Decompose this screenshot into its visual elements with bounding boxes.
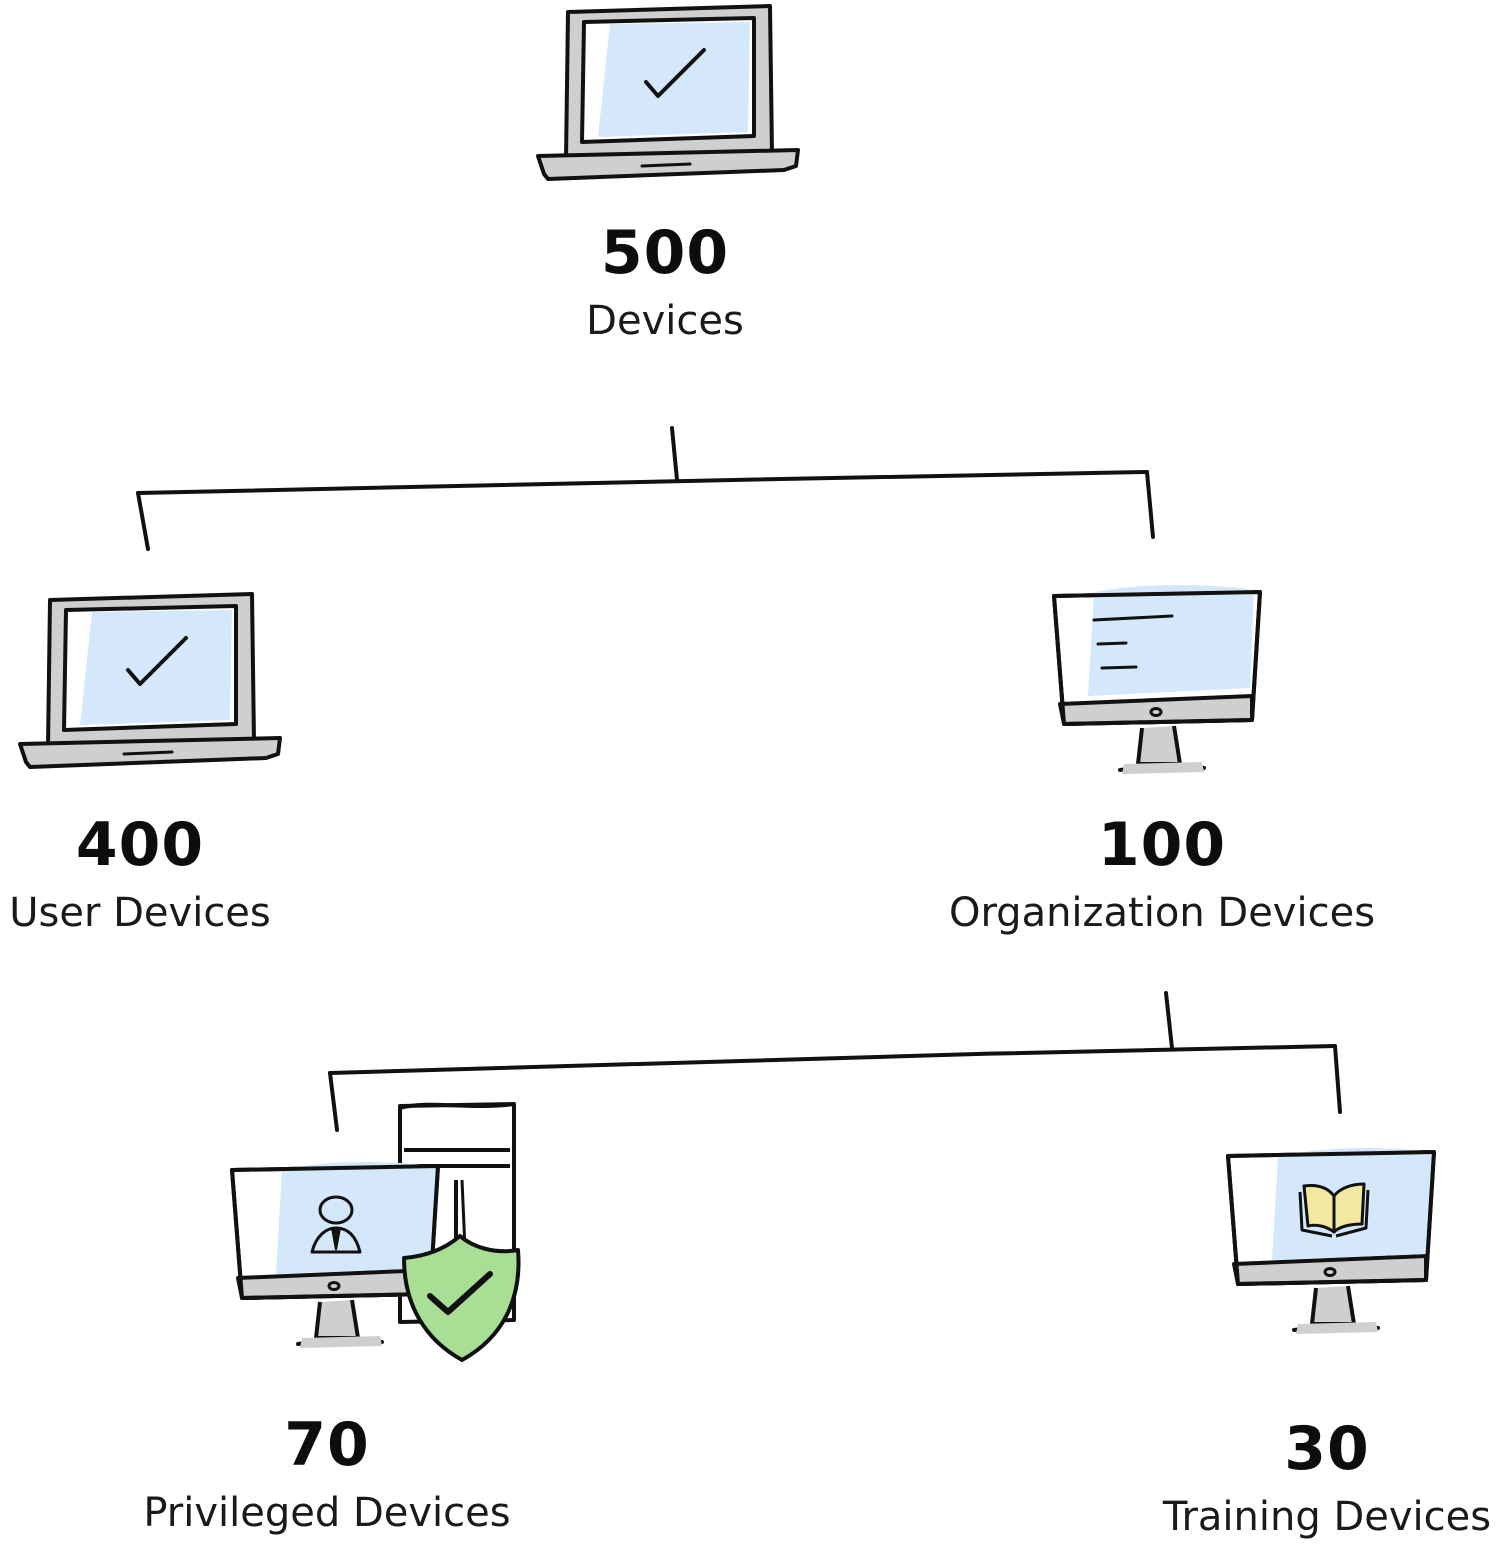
shield-check-icon <box>402 1234 521 1362</box>
node-count: 30 <box>1284 1414 1370 1484</box>
node-root: 500 Devices <box>515 220 815 346</box>
node-user-devices: 400 User Devices <box>0 812 280 938</box>
node-label: User Devices <box>9 890 271 936</box>
book-icon <box>1298 1182 1370 1238</box>
node-training-devices: 30 Training Devices <box>1147 1416 1507 1542</box>
connector-root <box>136 426 1155 551</box>
laptop-check-icon <box>18 592 282 769</box>
node-organization-devices: 100 Organization Devices <box>912 812 1412 938</box>
laptop-check-icon <box>536 4 800 181</box>
node-count: 100 <box>1097 810 1227 880</box>
node-label: Privileged Devices <box>143 1490 511 1536</box>
node-count: 70 <box>284 1410 370 1480</box>
node-privileged-devices: 70 Privileged Devices <box>107 1412 547 1538</box>
connector-organization <box>328 991 1342 1132</box>
node-label: Training Devices <box>1162 1494 1492 1540</box>
monitor-text-icon <box>1052 585 1262 776</box>
monitor-user-shield-icon <box>230 1102 521 1362</box>
node-label: Devices <box>586 298 744 344</box>
monitor-book-icon <box>1226 1148 1436 1336</box>
node-label: Organization Devices <box>948 890 1376 936</box>
node-count: 400 <box>75 810 205 880</box>
node-count: 500 <box>600 218 730 288</box>
user-icon <box>310 1195 362 1254</box>
